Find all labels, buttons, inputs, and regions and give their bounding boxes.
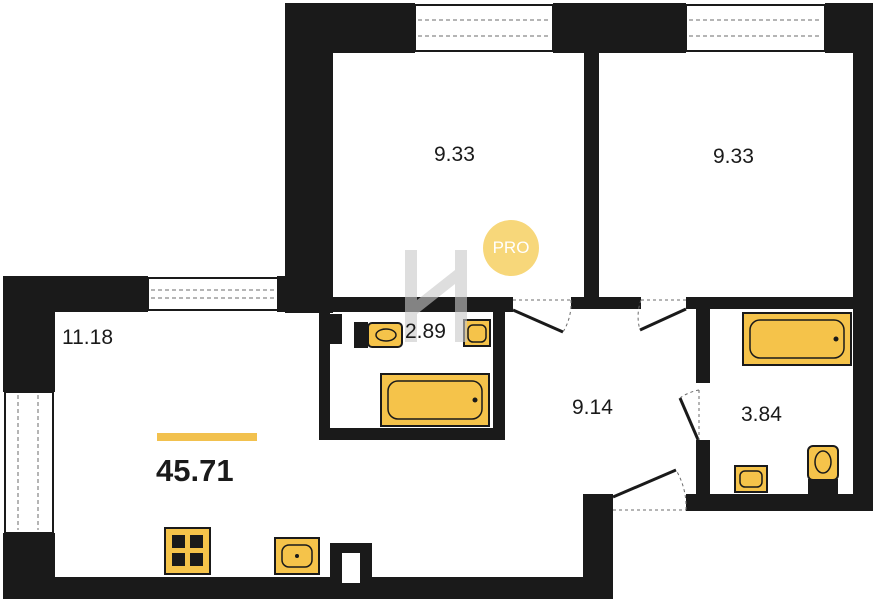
window-bedroom2 (685, 4, 826, 52)
wall-hall-stub-inner (342, 553, 360, 583)
watermark-logo (405, 250, 467, 342)
doors (512, 299, 701, 511)
toilet-large-bath (807, 445, 839, 494)
door-bedroom1 (512, 308, 564, 334)
window-living-left (4, 391, 54, 534)
pro-badge: PRO (483, 220, 539, 276)
kitchen-sink (274, 537, 320, 575)
walls (3, 3, 873, 599)
wall-small-bath-post (330, 314, 342, 344)
room-area-bedroom-2: 9.33 (713, 145, 754, 168)
wall-bedroom2-bottom-right (686, 297, 856, 309)
door-entrance (612, 468, 677, 499)
wall-top-mid-pier (553, 3, 686, 53)
wall-bottom-right-step (583, 494, 613, 599)
windows (4, 4, 826, 534)
door-bedroom2 (639, 307, 687, 332)
bathtub-small (380, 373, 490, 427)
wall-bedroom2-bottom-left (571, 297, 641, 309)
fixtures (164, 312, 852, 575)
total-area-accent-bar (157, 433, 257, 441)
wall-large-bath-left-lower (696, 440, 710, 511)
wall-large-bath-bottom (686, 494, 873, 511)
room-area-hallway: 9.14 (572, 396, 613, 419)
total-area: 45.71 (156, 453, 234, 488)
wall-right-outer (853, 3, 873, 511)
wall-small-bath-right (493, 297, 505, 440)
room-area-bedroom-1: 9.33 (434, 143, 475, 166)
wall-top-left-pier-small (277, 276, 287, 312)
window-bedroom1 (414, 4, 554, 52)
wall-bottom (3, 577, 613, 599)
stove (164, 527, 211, 575)
sink-large-bath (734, 465, 768, 493)
toilet-small-bath (354, 322, 403, 348)
window-living-top (147, 277, 279, 311)
wall-large-bath-left (696, 297, 710, 383)
room-area-bathroom-small: 2.89 (405, 320, 446, 343)
room-area-bathroom-large: 3.84 (741, 403, 782, 426)
wall-bedroom-divider (584, 50, 599, 300)
door-large-bath (678, 397, 701, 443)
sink-small-bath (463, 319, 491, 347)
wall-small-bath-bottom (319, 428, 505, 440)
wall-left-top-corner (3, 276, 55, 392)
room-area-kitchen-living: 11.18 (62, 326, 113, 349)
wall-left-upper-column (285, 3, 333, 313)
bathtub-large (742, 312, 852, 366)
wall-small-bath-left (319, 310, 330, 440)
